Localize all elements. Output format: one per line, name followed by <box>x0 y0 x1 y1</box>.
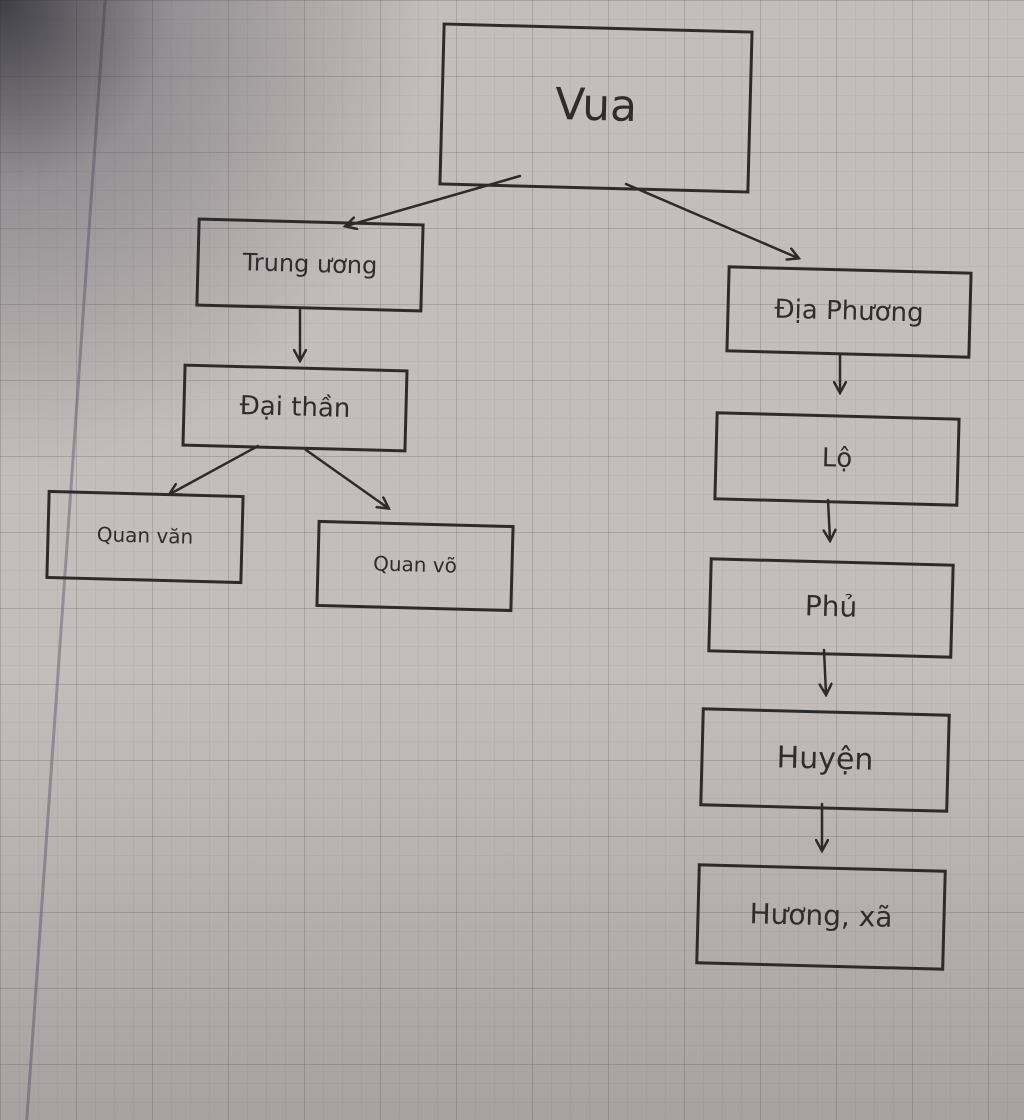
node-huyen: Huyện <box>699 707 951 813</box>
node-box <box>707 557 955 659</box>
edge-lo-to-phu <box>828 498 830 540</box>
node-box <box>315 519 515 613</box>
node-dia-phuong: Địa Phương <box>725 265 973 359</box>
node-label: Huyện <box>776 740 874 778</box>
node-label: Lộ <box>821 443 852 474</box>
edge-phu-to-huyen <box>824 648 826 694</box>
edge-vua-to-trung-uong <box>346 174 522 226</box>
node-label: Vua <box>554 79 637 132</box>
node-label: Quan văn <box>96 522 193 549</box>
node-quan-vo: Quan võ <box>315 519 515 613</box>
node-quan-van: Quan văn <box>45 489 245 585</box>
edge-dai-than-to-quan-vo <box>304 448 388 508</box>
node-box <box>725 265 973 359</box>
node-trung-uong: Trung ương <box>195 217 425 313</box>
diagram-edges <box>170 174 840 850</box>
node-box <box>45 489 245 585</box>
node-box <box>195 217 425 313</box>
node-huong-xa: Hương, xã <box>695 863 947 971</box>
node-label: Hương, xã <box>749 897 893 934</box>
node-box <box>438 22 754 194</box>
edge-dai-than-to-quan-van <box>170 444 260 494</box>
node-box <box>699 707 951 813</box>
node-phu: Phủ <box>707 557 955 659</box>
node-label: Địa Phương <box>774 295 924 329</box>
node-box <box>713 411 961 507</box>
node-label: Đại thần <box>239 391 350 424</box>
node-dai-than: Đại thần <box>181 363 409 453</box>
node-vua: Vua <box>438 22 754 194</box>
node-box <box>181 363 409 453</box>
node-label: Phủ <box>804 589 857 623</box>
edge-vua-to-dia-phuong <box>624 182 798 258</box>
node-label: Trung ương <box>241 248 377 280</box>
node-label: Quan võ <box>373 551 457 577</box>
node-box <box>695 863 947 971</box>
node-lo: Lộ <box>713 411 961 507</box>
